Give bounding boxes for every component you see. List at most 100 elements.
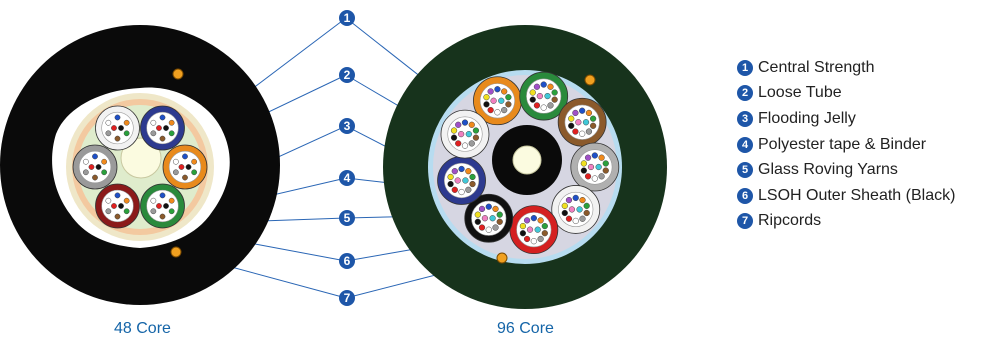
- fiber: [568, 206, 576, 213]
- fiber: [595, 163, 602, 171]
- fiber: [168, 197, 175, 204]
- fiber: [82, 169, 89, 176]
- fiber: [159, 135, 166, 142]
- fiber: [101, 158, 108, 165]
- fiber: [101, 169, 108, 176]
- fiber: [451, 186, 458, 193]
- loose-tubes: [72, 105, 208, 229]
- legend-number-badge: 1: [737, 59, 753, 76]
- fiber: [156, 125, 162, 131]
- fiber: [458, 165, 465, 173]
- fiber: [465, 186, 472, 193]
- loose-tube: [519, 71, 569, 121]
- fiber: [455, 121, 462, 128]
- fiber: [451, 168, 458, 175]
- fiber: [492, 224, 499, 231]
- tube-gel: [101, 111, 134, 145]
- fiber: [584, 173, 592, 180]
- fiber: [458, 130, 465, 138]
- fiber: [163, 203, 169, 209]
- fiber: [529, 96, 536, 103]
- fiber: [579, 130, 586, 137]
- fiber: [565, 215, 573, 222]
- number-badge-circle: [339, 253, 355, 269]
- fiber: [178, 164, 185, 170]
- fiber: [469, 173, 476, 181]
- fiber: [540, 81, 547, 88]
- legend-number-badge: 3: [737, 110, 753, 127]
- legend-number-badge: 7: [737, 213, 753, 230]
- fiber: [498, 97, 505, 104]
- fiber: [172, 158, 179, 165]
- fiber: [191, 158, 198, 165]
- loose-tube: [140, 105, 185, 151]
- fiber: [105, 119, 112, 126]
- fiber: [461, 119, 469, 126]
- fiber: [474, 211, 481, 218]
- fiber: [530, 238, 537, 245]
- fiber: [544, 92, 551, 100]
- caption-48-core: 48 Core: [114, 320, 171, 337]
- fiber: [591, 175, 598, 182]
- fiber: [481, 215, 489, 222]
- fiber: [168, 208, 175, 215]
- fiber: [541, 222, 548, 230]
- fiber: [582, 119, 590, 126]
- fiber: [182, 153, 188, 160]
- number-badge-label: 6: [344, 254, 351, 268]
- loose-tube: [557, 97, 607, 147]
- number-badge-circle: [339, 210, 355, 226]
- fiber: [487, 88, 494, 95]
- fiber: [118, 203, 124, 209]
- fiber: [159, 213, 166, 220]
- fiber: [150, 208, 157, 215]
- fiber: [526, 226, 534, 233]
- fiber: [483, 94, 490, 101]
- tube-gel: [146, 189, 179, 223]
- fiber: [483, 101, 490, 108]
- number-badge-circle: [339, 170, 355, 186]
- ripcord: [170, 246, 182, 258]
- central-strength-member: [120, 137, 162, 179]
- number-badge: 2: [339, 67, 355, 83]
- fiber: [536, 92, 543, 100]
- fiber: [579, 196, 586, 204]
- fiber: [163, 125, 169, 131]
- legend-number-badge: 4: [737, 136, 753, 153]
- fiber: [468, 140, 475, 147]
- fiber: [123, 119, 130, 126]
- fiber: [191, 169, 198, 176]
- fiber: [185, 164, 192, 170]
- fiber: [589, 115, 597, 122]
- fiber: [487, 106, 494, 114]
- fiber: [572, 128, 579, 135]
- leader-line: [254, 243, 347, 262]
- fiber: [123, 197, 130, 204]
- fiber: [540, 104, 547, 111]
- fiber: [156, 203, 162, 209]
- fiber: [114, 135, 121, 142]
- number-badge-circle: [339, 10, 355, 26]
- loose-tube: [464, 193, 514, 243]
- legend-label: Central Strength: [758, 58, 875, 76]
- fiber: [572, 194, 579, 202]
- fiber: [572, 217, 579, 225]
- fiber: [150, 130, 157, 137]
- fiber: [579, 215, 586, 222]
- fiber: [541, 230, 548, 237]
- fiber: [587, 163, 595, 171]
- fiber: [530, 215, 537, 222]
- cable-96-core: [383, 25, 667, 309]
- number-badge: 5: [339, 210, 355, 226]
- fiber: [472, 134, 480, 141]
- fiber: [585, 109, 593, 117]
- fiber: [461, 142, 469, 149]
- fiber: [485, 226, 492, 233]
- loose-tube: [440, 109, 490, 159]
- fiber: [489, 215, 496, 222]
- loose-tube: [570, 142, 620, 192]
- ripcord: [584, 74, 596, 86]
